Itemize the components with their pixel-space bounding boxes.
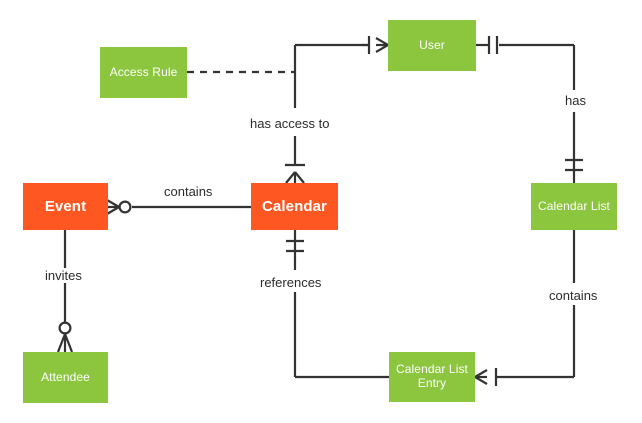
cardinality-user-right-exactly-one	[476, 36, 499, 54]
cardinality-user-one-or-many	[362, 36, 389, 54]
cardinality-calendarlist-top-exactly-one	[565, 158, 583, 172]
entity-calendar-list[interactable]: Calendar List	[531, 183, 617, 230]
entity-user-label: User	[419, 37, 445, 52]
cardinality-calendar-top-one-or-many	[285, 163, 305, 184]
entity-calendar[interactable]: Calendar	[251, 183, 338, 230]
entity-calendar-list-entry[interactable]: Calendar List Entry	[389, 352, 475, 402]
relationship-label-has: has	[562, 93, 589, 108]
entity-access-rule[interactable]: Access Rule	[100, 47, 187, 98]
relationship-label-references: references	[257, 275, 325, 290]
entity-attendee-label: Attendee	[41, 369, 90, 384]
entity-attendee[interactable]: Attendee	[23, 352, 108, 403]
relationship-label-invites: invites	[42, 268, 85, 283]
entity-calendar-list-label: Calendar List	[537, 198, 610, 213]
cardinality-event-zero-or-many	[106, 199, 132, 215]
entity-calendar-label: Calendar	[262, 197, 327, 215]
cardinality-calendarlistentry-right-one-or-many	[474, 368, 498, 386]
cardinality-attendee-zero-or-many	[56, 321, 74, 353]
entity-event[interactable]: Event	[23, 183, 108, 230]
entity-user[interactable]: User	[388, 20, 476, 71]
entity-calendar-list-entry-label: Calendar List Entry	[395, 362, 468, 390]
relationship-label-contains-list: contains	[546, 288, 601, 303]
entity-access-rule-label: Access Rule	[109, 64, 178, 79]
entity-event-label: Event	[44, 197, 87, 215]
relationship-label-has-access-to: has access to	[247, 116, 333, 131]
relationship-label-contains-event-calendar: contains	[161, 184, 216, 199]
